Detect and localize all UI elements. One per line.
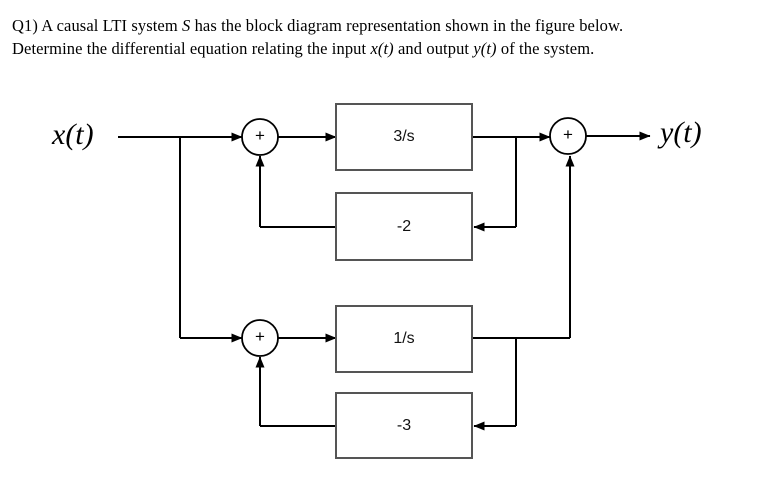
question-text: Q1) A causal LTI system S has the block … — [12, 14, 752, 60]
input-signal-label: x(t) — [52, 118, 94, 151]
block-rect-3s — [335, 103, 473, 171]
q-line2-pre: Determine the differential equation rela… — [12, 39, 371, 58]
block-rect-minus3 — [335, 392, 473, 459]
q-line1-pre: Q1) A causal LTI system — [12, 16, 182, 35]
block-label-1s: 1/s — [393, 330, 415, 347]
summer-circle-right — [549, 117, 587, 155]
block-diagram: + + + 3/s -2 1/s -3 x(t) y(t) — [0, 80, 768, 488]
block-rect-minus2 — [335, 192, 473, 261]
question-line-1: Q1) A causal LTI system S has the block … — [12, 14, 752, 37]
q-line2-mid: and output — [393, 39, 474, 58]
block-label-minus3: -3 — [396, 417, 412, 434]
system-symbol: S — [181, 16, 191, 35]
block-label-minus2: -2 — [396, 218, 412, 235]
block-label-3s: 3/s — [393, 128, 415, 145]
summer-sign-right: + — [563, 125, 573, 144]
summer-circle-bottom-left — [241, 319, 279, 357]
q-line1-post: has the block diagram representation sho… — [190, 16, 624, 35]
summer-sign-top-left: + — [255, 126, 265, 145]
summer-sign-bottom-left: + — [255, 327, 265, 346]
output-signal-label: y(t) — [660, 116, 702, 149]
block-rect-1s — [335, 305, 473, 373]
block-diagram-svg — [118, 103, 651, 459]
question-line-2: Determine the differential equation rela… — [12, 37, 752, 60]
input-symbol-inline: x(t) — [370, 39, 394, 58]
summer-circle-top-left — [241, 118, 279, 156]
q-line2-post: of the system. — [496, 39, 595, 58]
output-symbol-inline: y(t) — [473, 39, 497, 58]
